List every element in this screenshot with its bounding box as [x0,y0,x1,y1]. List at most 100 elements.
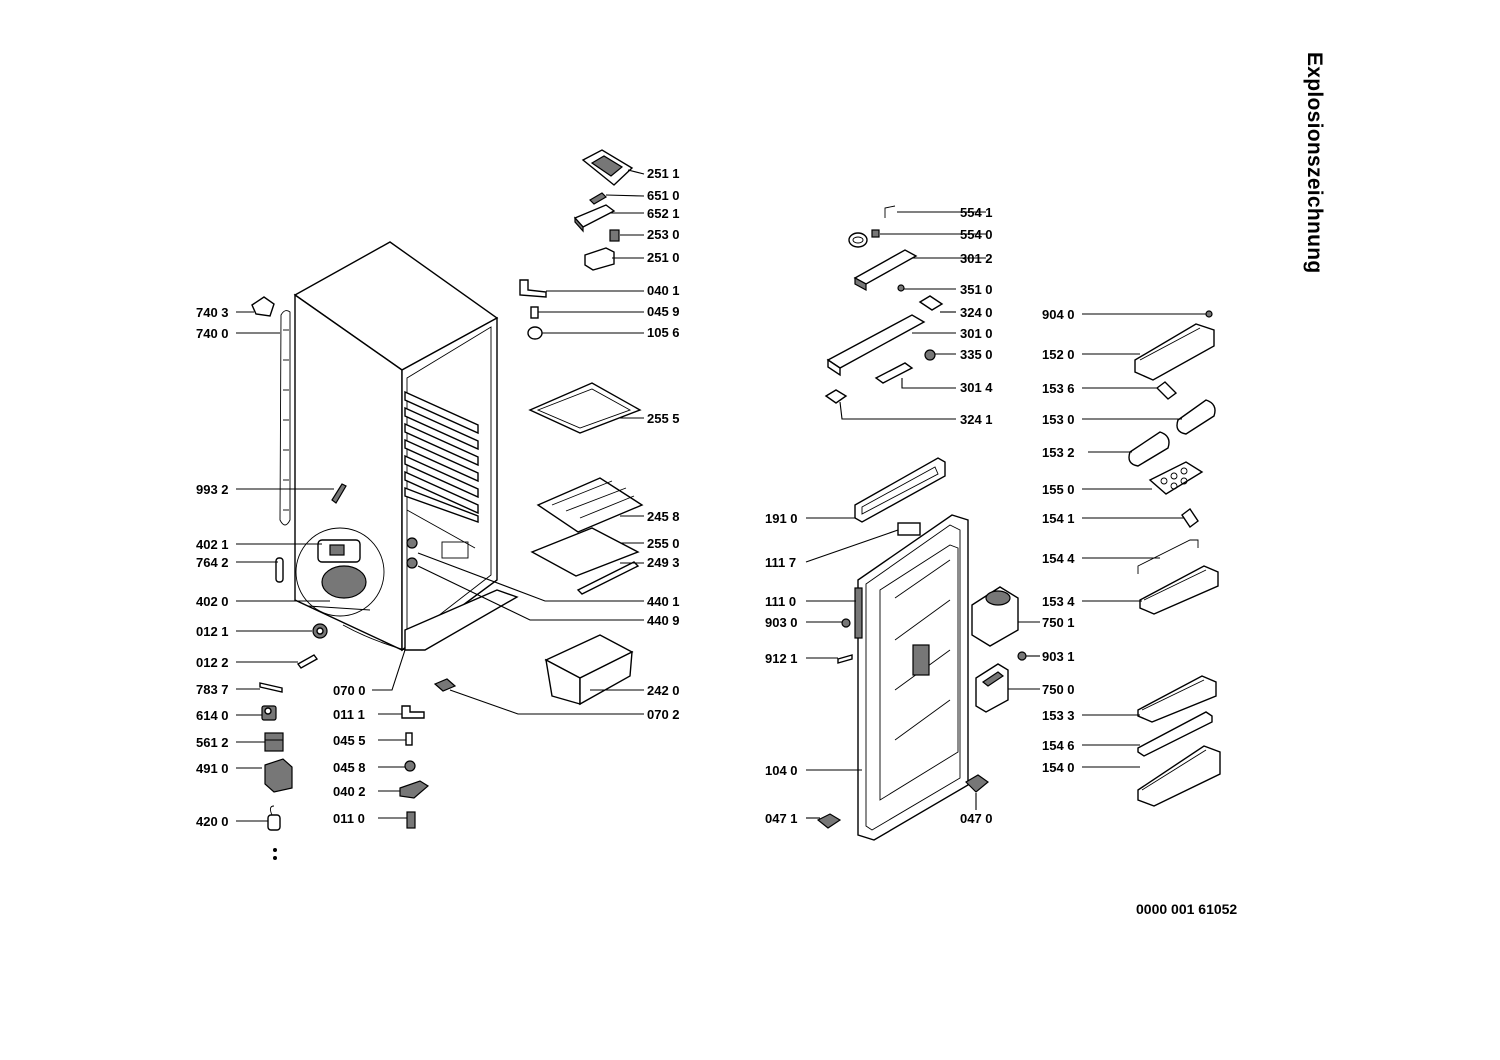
label-440-9: 440 9 [647,613,680,628]
part-255-0-glass [530,527,640,577]
label-554-0: 554 0 [960,227,993,242]
condenser-tube [279,310,291,526]
part-324-0 [918,295,944,311]
label-153-6: 153 6 [1042,381,1075,396]
part-491-0 [264,758,293,793]
part-750-0 [975,663,1009,713]
part-040-2 [399,780,430,799]
label-154-1: 154 1 [1042,511,1075,526]
label-301-0: 301 0 [960,326,993,341]
label-402-1: 402 1 [196,537,229,552]
part-420-dots [273,848,277,860]
door-panel [854,514,969,841]
label-111-7: 111 7 [765,555,796,570]
label-154-0: 154 0 [1042,760,1075,775]
label-903-1: 903 1 [1042,649,1075,664]
page-title: Explosionszeichnung [1303,52,1326,274]
part-153-0 [1176,399,1216,435]
part-191-0-gasket [854,457,946,523]
label-153-2: 153 2 [1042,445,1075,460]
label-912-1: 912 1 [765,651,798,666]
label-740-3: 740 3 [196,305,229,320]
part-245-8-shelf [536,477,644,533]
part-912-1 [837,654,853,664]
part-255-5-shelf [528,382,642,434]
label-652-1: 652 1 [647,206,680,221]
label-783-7: 783 7 [196,682,229,697]
label-040-1: 040 1 [647,283,680,298]
part-011-1 [401,705,425,719]
part-242-0-drawer [544,634,634,706]
part-651-0 [589,192,607,205]
part-153-4 [1139,565,1219,615]
label-324-0: 324 0 [960,305,993,320]
label-750-1: 750 1 [1042,615,1075,630]
label-045-8: 045 8 [333,760,366,775]
part-040-1 [519,279,547,298]
document-number: 0000 001 61052 [1136,901,1238,917]
label-153-4: 153 4 [1042,594,1075,609]
part-111-7 [897,522,921,536]
part-561-2 [264,732,284,752]
part-351-0 [897,284,905,292]
label-105-6: 105 6 [647,325,680,340]
part-153-2 [1128,431,1170,467]
label-245-8: 245 8 [647,509,680,524]
label-255-5: 255 5 [647,411,680,426]
label-993-2: 993 2 [196,482,229,497]
part-154-4 [1137,539,1199,574]
part-903-1 [1017,651,1027,661]
label-012-2: 012 2 [196,655,229,670]
part-253-0 [609,229,620,242]
label-154-4: 154 4 [1042,551,1075,566]
label-104-0: 104 0 [765,763,798,778]
label-764-2: 764 2 [196,555,229,570]
part-554-0 [848,229,880,248]
label-251-1: 251 1 [647,166,680,181]
label-335-0: 335 0 [960,347,993,362]
part-152-0 [1134,323,1215,381]
label-242-0: 242 0 [647,683,680,698]
label-045-5: 045 5 [333,733,366,748]
part-105-6 [527,326,543,340]
label-614-0: 614 0 [196,708,229,723]
part-154-1 [1181,507,1199,529]
part-420-0 [267,805,281,831]
label-153-3: 153 3 [1042,708,1075,723]
part-011-0 [406,811,416,829]
label-070-2: 070 2 [647,707,680,722]
part-993-2 [331,483,347,504]
part-903-0 [841,618,851,628]
label-904-0: 904 0 [1042,307,1075,322]
part-554-1 [884,205,896,218]
part-153-3 [1137,675,1217,723]
part-335-0 [924,349,936,361]
part-614-0 [261,705,277,721]
label-011-1: 011 1 [333,707,365,722]
label-253-0: 253 0 [647,227,680,242]
label-045-9: 045 9 [647,304,680,319]
cabinet-ribs [404,390,479,523]
label-301-2: 301 2 [960,251,993,266]
label-251-0: 251 0 [647,250,680,265]
label-561-2: 561 2 [196,735,229,750]
label-191-0: 191 0 [765,511,798,526]
label-047-1: 047 1 [765,811,798,826]
part-047-0 [965,774,989,793]
part-764-2 [275,557,284,583]
part-783-7 [259,682,283,693]
label-111-0: 111 0 [765,594,796,609]
label-012-1: 012 1 [196,624,229,639]
label-554-1: 554 1 [960,205,993,220]
part-070-2 [433,678,457,692]
label-402-0: 402 0 [196,594,229,609]
label-249-3: 249 3 [647,555,680,570]
label-255-0: 255 0 [647,536,680,551]
label-420-0: 420 0 [196,814,229,829]
part-652-1 [573,204,616,233]
label-651-0: 651 0 [647,188,680,203]
label-440-1: 440 1 [647,594,680,609]
label-153-0: 153 0 [1042,412,1075,427]
part-750-1 [971,586,1019,647]
